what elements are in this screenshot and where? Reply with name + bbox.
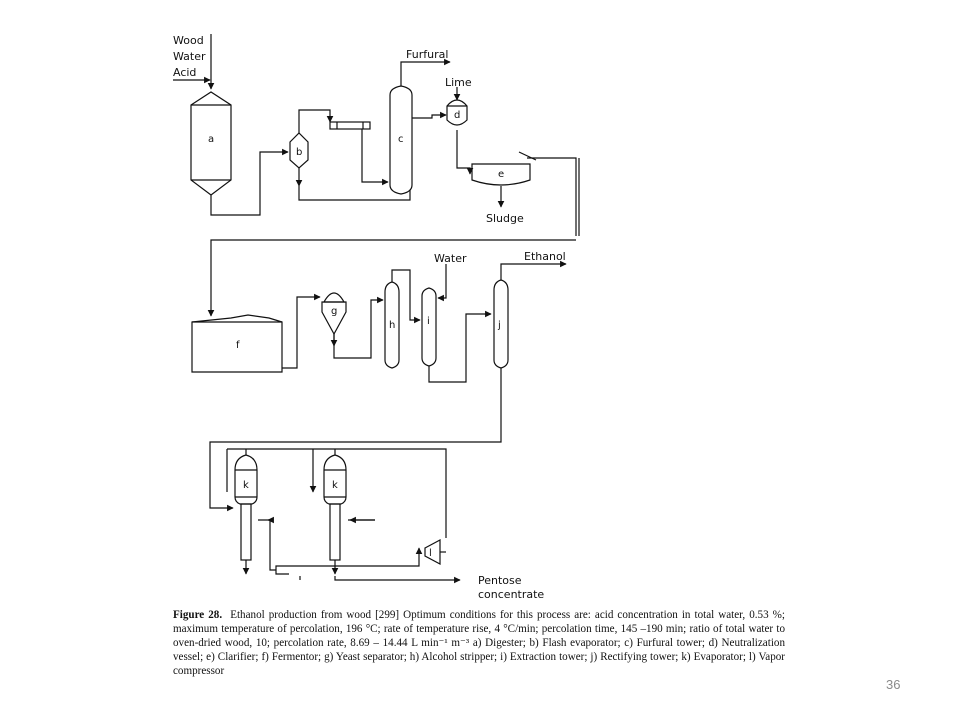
page-number: 36 bbox=[886, 677, 901, 692]
furfural-line bbox=[400, 58, 451, 86]
ethanol-label: Ethanol bbox=[524, 250, 566, 263]
acid-label: Acid bbox=[173, 66, 196, 79]
rectifying-tower-j bbox=[493, 279, 509, 369]
digester-a bbox=[190, 91, 232, 196]
separator-to-stripper-line bbox=[330, 296, 384, 359]
wood-label: Wood bbox=[173, 34, 204, 47]
unit-label-e: e bbox=[498, 169, 504, 180]
evaporator-piping bbox=[226, 448, 461, 584]
water-mid-label: Water bbox=[434, 252, 467, 265]
stripper-to-extraction-line bbox=[391, 269, 421, 324]
evaporator-k2 bbox=[323, 454, 347, 561]
figure-caption: Figure 28. Ethanol production from wood … bbox=[173, 609, 785, 679]
caption-label: Figure 28. bbox=[173, 609, 223, 621]
unit-label-a: a bbox=[208, 134, 214, 145]
furfural-label: Furfural bbox=[406, 48, 448, 61]
feed-lines bbox=[173, 34, 215, 90]
unit-label-i: i bbox=[427, 316, 430, 327]
furfural-tower-c bbox=[389, 85, 413, 195]
evaporator-k1 bbox=[234, 454, 258, 561]
unit-label-k2: k bbox=[332, 480, 338, 491]
process-flow-diagram: Wood Water Acid Furfural Lime Sludge Wat… bbox=[173, 34, 580, 600]
unit-label-b: b bbox=[296, 147, 302, 158]
vapor-compressor-l bbox=[424, 539, 446, 565]
unit-label-d: d bbox=[454, 110, 460, 121]
unit-label-f: f bbox=[236, 340, 240, 351]
water-top-label: Water bbox=[173, 50, 206, 63]
condenser-bar bbox=[329, 121, 371, 130]
unit-label-l: l bbox=[429, 548, 432, 559]
water-line bbox=[437, 264, 447, 302]
fermentor-f bbox=[191, 314, 283, 373]
tower-to-neutralizer-line bbox=[412, 111, 447, 119]
condenser-to-tower-line bbox=[361, 129, 389, 186]
caption-text: Ethanol production from wood [299] Optim… bbox=[173, 609, 785, 677]
sludge-label: Sludge bbox=[486, 212, 524, 225]
flash-lines bbox=[295, 109, 411, 201]
neutralization-vessel-d bbox=[446, 99, 468, 126]
pentose-label: Pentose bbox=[478, 574, 522, 587]
rectifier-to-evaporators-line bbox=[209, 368, 502, 512]
fermentor-to-separator-line bbox=[282, 293, 321, 369]
concentrate-label: concentrate bbox=[478, 588, 544, 600]
alcohol-stripper-h bbox=[384, 281, 400, 369]
unit-label-g: g bbox=[331, 306, 337, 317]
unit-label-k1: k bbox=[243, 480, 249, 491]
ethanol-line bbox=[500, 260, 567, 280]
unit-label-j: j bbox=[497, 320, 501, 331]
digester-to-flash-line bbox=[210, 148, 289, 216]
unit-label-c: c bbox=[398, 134, 404, 145]
clarifier-e bbox=[471, 151, 537, 186]
lime-label: Lime bbox=[445, 76, 472, 89]
extraction-lines bbox=[428, 310, 492, 383]
yeast-separator-g bbox=[321, 292, 347, 336]
clarifier-to-fermentor-line bbox=[207, 157, 580, 317]
extraction-tower-i bbox=[421, 287, 437, 367]
unit-label-h: h bbox=[389, 320, 395, 331]
neutralizer-to-clarifier-line bbox=[456, 130, 474, 175]
